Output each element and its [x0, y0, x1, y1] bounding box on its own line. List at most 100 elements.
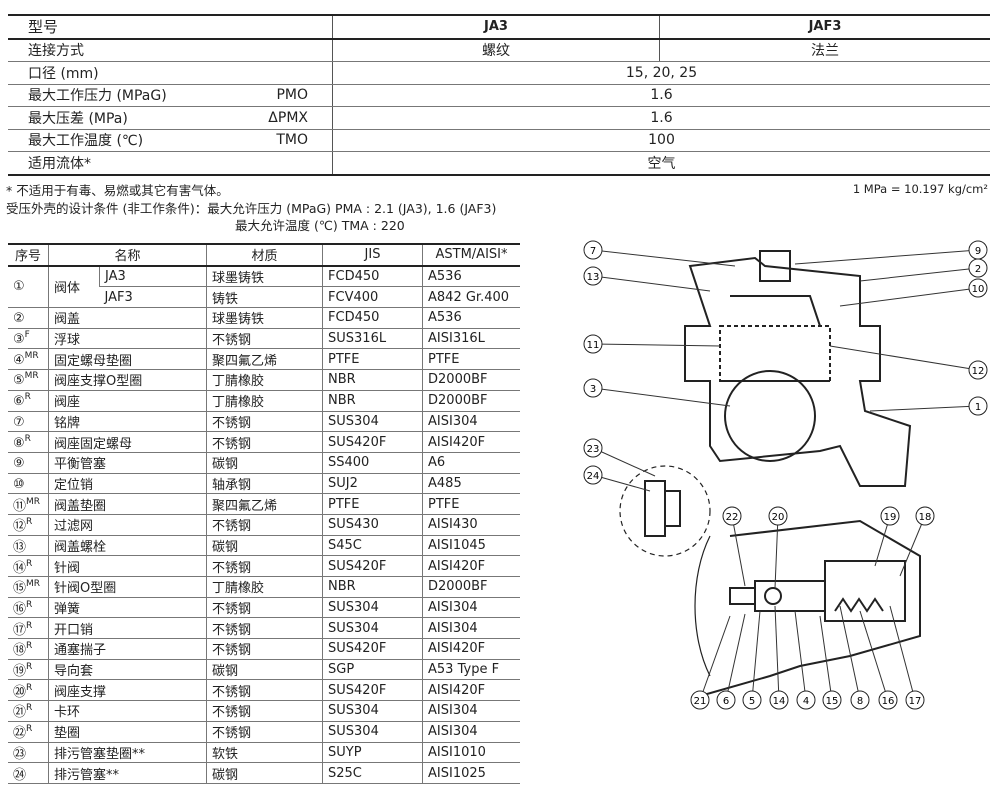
callout-circle [722, 506, 742, 526]
part-no: ⑳R [8, 679, 49, 702]
part-no-value: ㉔ [13, 767, 27, 783]
part-mark: R [24, 433, 31, 444]
part-jis: PTFE [322, 493, 423, 515]
callout-number: 2 [975, 264, 981, 275]
part-no: ㉔ [8, 762, 49, 784]
part-no: ⑩ [8, 473, 49, 495]
part-mark: R [26, 703, 33, 714]
table-row: ⑯R 弹簧 不锈钢 SUS304 AISI304 [8, 597, 520, 619]
part-material: 不锈钢 [206, 700, 323, 722]
callout-circle [583, 334, 603, 354]
part-jis: SUS304 [322, 597, 423, 619]
callout-number: 8 [857, 696, 863, 707]
leader-line [869, 405, 979, 412]
callout-number: 4 [803, 696, 809, 707]
part-mark: MR [24, 350, 39, 361]
part-name: 导向套 [47, 659, 207, 681]
part-no-value: ⑤ [13, 373, 25, 389]
part-name: 排污管塞垫圈** [47, 742, 207, 764]
header-name: 名称 [47, 243, 207, 267]
part-no-value: ㉒ [13, 726, 27, 742]
part-jis: FCD450 [322, 265, 423, 288]
callout-circle [880, 506, 900, 526]
part-no-value: ② [13, 311, 25, 327]
callout-number: 11 [587, 340, 600, 351]
part-no: ⑫R [8, 514, 49, 536]
part-jis: SUS420F [322, 638, 423, 660]
part-no: ① [8, 265, 49, 309]
leader-line [774, 515, 779, 589]
part-name: 阀座固定螺母 [47, 431, 207, 453]
callout-circle [968, 360, 988, 380]
part-jis: FCD450 [322, 307, 423, 329]
part-mark: F [24, 330, 30, 341]
part-material: 铸铁 [206, 286, 323, 309]
part-astm: A842 Gr.400 [422, 286, 520, 309]
part-no-value: ㉓ [13, 746, 27, 762]
leader-line [839, 287, 979, 307]
table-row: ⑧R 阀座固定螺母 不锈钢 SUS420F AISI420F [8, 431, 520, 453]
part-material: 不锈钢 [206, 638, 323, 660]
part-name: 过滤网 [47, 514, 207, 536]
callout-circle [850, 690, 870, 710]
part-name: 阀座支撑O型圈 [47, 369, 207, 391]
callout-circle [583, 240, 603, 260]
note-conversion: 1 MPa = 10.197 kg/cm² [852, 182, 988, 196]
part-jis: NBR [322, 576, 423, 598]
part-jis: S25C [322, 762, 423, 784]
part-material: 不锈钢 [206, 431, 323, 453]
spec-value: 1.6 [332, 106, 990, 130]
table-row: ⑰R 开口销 不锈钢 SUS304 AISI304 [8, 617, 520, 640]
callout-number: 18 [919, 512, 932, 523]
spec-row: 适用流体*空气 [8, 151, 990, 176]
part-material: 球墨铸铁 [206, 307, 323, 329]
part-name: 平衡管塞 [47, 452, 207, 474]
part-no: ⑭R [8, 555, 49, 577]
table-row: ⑨ 平衡管塞 碳钢 SS400 A6 [8, 452, 520, 474]
part-no: ㉒R [8, 721, 49, 743]
leader-line [592, 275, 711, 292]
note-fluid: * 不适用于有毒、易燃或其它有害气体。 [6, 183, 229, 198]
table-row: ⑱R 通塞揣子 不锈钢 SUS420F AISI420F [8, 638, 520, 660]
table-row: ㉔ 排污管塞** 碳钢 S25C AISI1025 [8, 762, 520, 784]
callout-number: 12 [972, 366, 985, 377]
part-mark: R [26, 600, 33, 611]
spec-row: 口径 (mm)15, 20, 25 [8, 61, 990, 85]
part-astm: AISI316L [422, 328, 520, 350]
spec-col-jaf3: JAF3 [659, 14, 990, 40]
part-astm: A536 [422, 265, 520, 288]
part-no-value: ⑪ [13, 498, 27, 514]
callout-circle [915, 506, 935, 526]
callout-circle [690, 690, 710, 710]
part-name: 垫圈 [47, 721, 207, 743]
part-no: ㉓ [8, 742, 49, 764]
table-row: ⑩ 定位销 轴承钢 SUJ2 A485 [8, 473, 520, 495]
part-jis: SUS420F [322, 555, 423, 577]
part-no: ⑥R [8, 390, 49, 412]
part-no: ⑬ [8, 535, 49, 557]
part-astm: PTFE [422, 348, 520, 371]
part-no-value: ⑬ [13, 539, 27, 555]
part-no: ③F [8, 328, 49, 350]
table-row: ⑳R 阀座支撑 不锈钢 SUS420F AISI420F [8, 679, 520, 702]
part-material: 轴承钢 [206, 473, 323, 495]
header-astm: ASTM/AISI* [422, 243, 520, 267]
callout-number: 7 [590, 246, 596, 257]
part-material: 碳钢 [206, 535, 323, 557]
spec-label: 最大工作压力 (MPaG) [8, 84, 248, 107]
spec-symbol: TMO [248, 129, 333, 152]
part-material: 聚四氟乙烯 [206, 348, 323, 371]
part-name: 排污管塞** [47, 762, 207, 784]
part-mark: MR [24, 371, 39, 382]
callout-number: 16 [882, 696, 895, 707]
callout-number: 24 [587, 471, 600, 482]
table-row: ① 阀体 JA3 球墨铸铁 FCD450 A536 [8, 265, 520, 309]
callout-number: 14 [773, 696, 786, 707]
part-material: 碳钢 [206, 452, 323, 474]
callout-number: 23 [587, 444, 600, 455]
callout-circle [968, 278, 988, 298]
part-no-value: ⑩ [13, 476, 25, 492]
part-name: 通塞揣子 [47, 638, 207, 660]
